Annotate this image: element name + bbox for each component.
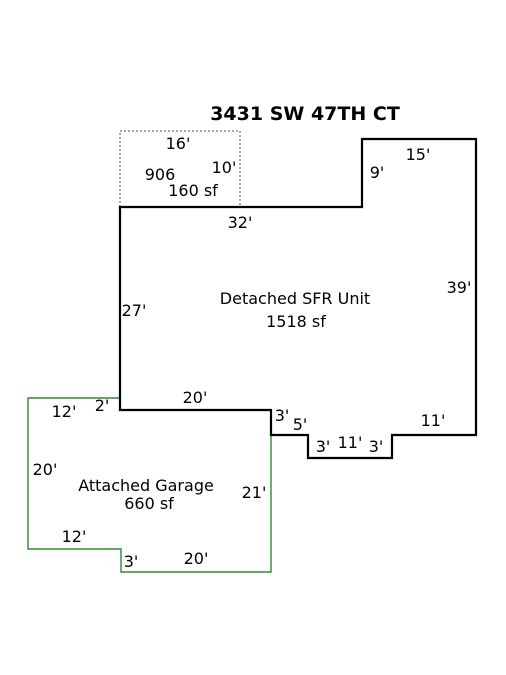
patio-outline — [119, 130, 241, 207]
house-bottom-right-dimension: 11' — [421, 411, 446, 430]
garage-left-dimension: 20' — [33, 460, 58, 479]
sketch-title: 3431 SW 47TH CT — [210, 103, 400, 125]
bump-step-right-dimension: 5' — [293, 415, 308, 434]
bump-step-down-dimension: 3' — [275, 406, 290, 425]
garage-bottom-right-dimension: 20' — [184, 549, 209, 568]
bump-bottom-dimension: 11' — [338, 433, 363, 452]
house-top-left-dimension: 32' — [228, 213, 253, 232]
garage-name-label: Attached Garage — [78, 476, 214, 495]
garage-right-dimension: 21' — [242, 483, 267, 502]
bump-right-dimension: 3' — [369, 437, 384, 456]
patio-code-label: 906 — [145, 165, 176, 184]
house-step-dimension: 9' — [370, 163, 385, 182]
house-top-right-dimension: 15' — [406, 145, 431, 164]
garage-top-left-dimension: 12' — [52, 402, 77, 421]
garage-area-label: 660 sf — [124, 494, 174, 513]
house-bottom-left-dimension: 20' — [183, 388, 208, 407]
house-outline — [118, 137, 478, 460]
house-right-dimension: 39' — [447, 278, 472, 297]
bump-left-dimension: 3' — [316, 437, 331, 456]
house-area-label: 1518 sf — [266, 312, 326, 331]
house-name-label: Detached SFR Unit — [220, 289, 370, 308]
patio-area-label: 160 sf — [168, 181, 218, 200]
patio-top-dimension: 16' — [166, 134, 191, 153]
garage-top-step-dimension: 2' — [95, 396, 110, 415]
garage-bottom-left-dimension: 12' — [62, 527, 87, 546]
garage-notch-dimension: 3' — [124, 552, 139, 571]
patio-side-dimension: 10' — [212, 158, 237, 177]
house-left-dimension: 27' — [122, 301, 147, 320]
